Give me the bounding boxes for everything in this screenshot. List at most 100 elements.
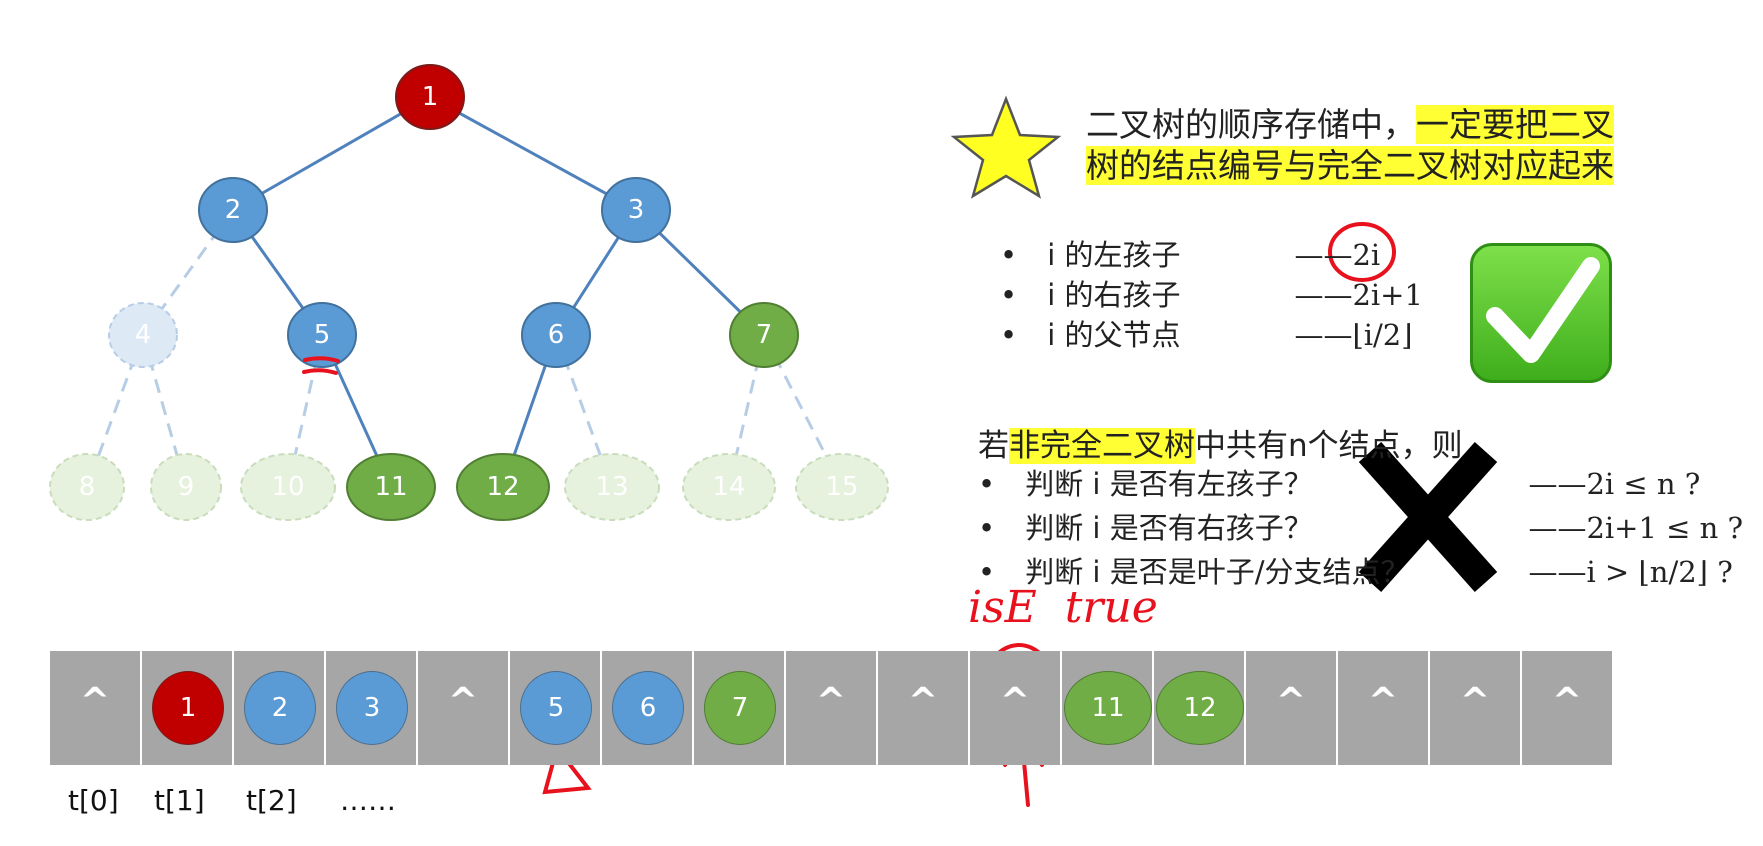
array-cell-4: ^: [418, 651, 509, 765]
question-left-child: • 判断 i 是否有左孩子？ ——2i ≤ n ?: [978, 462, 1743, 506]
array-cell-12: 12: [1154, 651, 1245, 765]
array-node-6: 6: [612, 671, 684, 745]
rule-formula: ——2i: [1294, 238, 1381, 272]
tree-node-label: 10: [271, 472, 304, 502]
tree-node-circle: [240, 453, 336, 521]
tree-node-circle: [198, 177, 268, 243]
array-cell-9: ^: [878, 651, 969, 765]
tree-node-9: 9: [150, 453, 222, 521]
bullet: •: [1000, 318, 1018, 352]
array-cell-8: ^: [786, 651, 877, 765]
array-node-11: 11: [1064, 671, 1152, 745]
tree-node-circle: [682, 453, 776, 521]
question-label: 判断 i 是否有左孩子？: [1025, 467, 1313, 501]
tree-edge-1-3: [429, 95, 637, 212]
array-node-1: 1: [152, 671, 224, 745]
tree-node-4: 4: [108, 302, 178, 368]
array-cell-2: 2: [234, 651, 325, 765]
rule-label: i 的右孩子: [1047, 278, 1181, 312]
condition-highlight: 非完全二叉树: [1009, 428, 1195, 464]
condition-prefix: 若: [978, 428, 1009, 464]
tree-node-circle: [564, 453, 660, 521]
array-node-12: 12: [1156, 671, 1244, 745]
array-cell-1: 1: [142, 651, 233, 765]
null-caret: ^: [907, 681, 939, 722]
tree-node-3: 3: [601, 177, 671, 243]
array-cell-16: ^: [1522, 651, 1613, 765]
null-caret: ^: [1367, 681, 1399, 722]
questions-list: • 判断 i 是否有左孩子？ ——2i ≤ n ? • 判断 i 是否有右孩子？…: [978, 462, 1743, 594]
condition-suffix: 中共有n个结点，则: [1195, 428, 1463, 464]
index-label-1: t[1]: [154, 784, 205, 817]
tree-node-2: 2: [198, 177, 268, 243]
tree-node-13: 13: [564, 453, 660, 521]
tree-node-label: 13: [595, 472, 628, 502]
tree-node-11: 11: [346, 453, 436, 521]
question-right-child: • 判断 i 是否有右孩子？ ——2i+1 ≤ n ?: [978, 506, 1743, 550]
tree-node-1: 1: [395, 64, 465, 130]
array-node-5: 5: [520, 671, 592, 745]
rules-list: • i 的左孩子 ——2i • i 的右孩子 ——2i+1 • i 的父节点 —…: [1000, 235, 1423, 355]
tree-node-10: 10: [240, 453, 336, 521]
tree-node-circle: [795, 453, 889, 521]
tree-node-circle: [601, 177, 671, 243]
tree-node-label: 8: [79, 472, 96, 502]
bullet: •: [978, 555, 996, 589]
tree-node-label: 3: [628, 195, 645, 225]
check-mark-glyph: [1486, 257, 1600, 363]
tree-node-12: 12: [456, 453, 550, 521]
title-block: 二叉树的顺序存储中，一定要把二叉 树的结点编号与完全二叉树对应起来: [1086, 104, 1614, 186]
array-cell-15: ^: [1430, 651, 1521, 765]
null-caret: ^: [815, 681, 847, 722]
question-formula: ——i > ⌊n/2⌋ ?: [1528, 555, 1733, 589]
tree-node-circle: [108, 302, 178, 368]
tree-node-label: 14: [712, 472, 745, 502]
tree-node-circle: [521, 302, 591, 368]
index-label-2: t[2]: [246, 784, 297, 817]
question-label: 判断 i 是否是叶子/分支结点？: [1025, 555, 1410, 589]
array-node-2: 2: [244, 671, 316, 745]
question-label: 判断 i 是否有右孩子？: [1025, 511, 1313, 545]
null-caret: ^: [79, 681, 111, 722]
star-icon: [950, 95, 1062, 199]
tree-node-circle: [49, 453, 125, 521]
tree-edges: [85, 95, 844, 488]
index-label-0: t[0]: [68, 784, 119, 817]
delta-mark: [542, 743, 592, 795]
title-line-1: 二叉树的顺序存储中，一定要把二叉: [1086, 104, 1614, 145]
array-cell-3: 3: [326, 651, 417, 765]
rule-right-child: • i 的右孩子 ——2i+1: [1000, 275, 1423, 315]
circle-mark-2i: [1328, 222, 1396, 282]
rule-formula: ——⌊i/2⌋: [1294, 318, 1413, 352]
cross-icon: [1358, 442, 1498, 592]
array-cell-13: ^: [1246, 651, 1337, 765]
tree-node-circle: [395, 64, 465, 130]
tree-node-14: 14: [682, 453, 776, 521]
tree-node-7: 7: [729, 302, 799, 368]
tree-node-label: 5: [314, 320, 331, 350]
handwritten-isE-true: isE true: [968, 582, 1158, 633]
bullet: •: [1000, 238, 1018, 272]
array-cell-7: 7: [694, 651, 785, 765]
tree-node-8: 8: [49, 453, 125, 521]
title-plain: 二叉树的顺序存储中，: [1086, 105, 1416, 144]
tree-node-label: 4: [135, 320, 152, 350]
tree-node-label: 11: [374, 472, 407, 502]
null-caret: ^: [1459, 681, 1491, 722]
rule-label: i 的左孩子: [1047, 238, 1181, 272]
tree-node-circle: [346, 453, 436, 521]
tree-node-circle: [456, 453, 550, 521]
bullet: •: [978, 511, 996, 545]
tree-edge-1-2: [232, 95, 431, 212]
question-leaf-branch: • 判断 i 是否是叶子/分支结点？ ——i > ⌊n/2⌋ ?: [978, 550, 1743, 594]
rule-parent: • i 的父节点 ——⌊i/2⌋: [1000, 315, 1423, 355]
question-formula: ——2i ≤ n ?: [1528, 467, 1701, 501]
check-mark-icon: [1470, 243, 1612, 383]
array-cell-5: 5: [510, 651, 601, 765]
array-node-3: 3: [336, 671, 408, 745]
bullet: •: [1000, 278, 1018, 312]
index-label-ellipsis: ……: [340, 784, 396, 817]
tree-node-label: 6: [548, 320, 565, 350]
tree-node-15: 15: [795, 453, 889, 521]
